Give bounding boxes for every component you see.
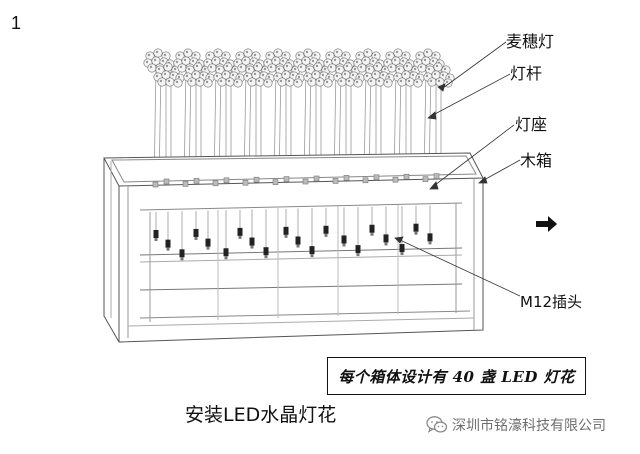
m12-plug xyxy=(250,238,255,246)
wechat-logo-icon xyxy=(426,415,448,435)
lamp-base xyxy=(393,177,398,182)
lamp-base xyxy=(224,178,229,183)
m12-plug-tip xyxy=(285,235,288,238)
m12-plug xyxy=(324,226,329,234)
lamp-base xyxy=(254,177,259,182)
m12-plug xyxy=(342,235,347,243)
lamp-base xyxy=(363,178,368,183)
m12-plug-tip xyxy=(297,245,300,248)
lamp-base xyxy=(423,177,428,182)
m12-plug-tip xyxy=(239,236,242,239)
m12-plug-tip xyxy=(325,234,328,237)
m12-plug xyxy=(154,230,159,238)
m12-plug-tip xyxy=(251,246,254,249)
watermark: 深圳市铭濠科技有限公司 xyxy=(426,414,606,436)
label-m12-plug: M12插头 xyxy=(520,291,582,312)
lamp-base xyxy=(434,174,439,179)
m12-plug-tip xyxy=(195,237,198,240)
lamp-base xyxy=(194,178,199,183)
m12-plug xyxy=(224,248,229,256)
lamp-base xyxy=(213,181,218,186)
m12-plug-tip xyxy=(265,255,268,258)
diagram-caption: 安装LED水晶灯花 xyxy=(185,400,336,427)
label-wooden-box: 木箱 xyxy=(520,147,552,171)
m12-plug-tip xyxy=(181,257,184,260)
label-lamp-head: 麦穗灯 xyxy=(506,28,554,52)
m12-plug xyxy=(428,233,433,241)
lamp-base xyxy=(153,182,158,187)
m12-plug xyxy=(370,225,375,233)
m12-plug xyxy=(180,249,185,257)
m12-plug-tip xyxy=(357,253,360,256)
m12-plug xyxy=(194,229,199,237)
lamp-base xyxy=(273,180,278,185)
page-number: 1 xyxy=(11,13,21,34)
arrow-right-icon xyxy=(536,216,557,232)
m12-plug xyxy=(414,224,419,232)
lamp-base xyxy=(164,179,169,184)
m12-plug-tip xyxy=(207,247,210,250)
label-lamp-rod: 灯杆 xyxy=(510,60,542,84)
m12-plug-tip xyxy=(225,256,228,259)
m12-plug-tip xyxy=(415,232,418,235)
m12-plug xyxy=(206,239,211,247)
m12-plug-tip xyxy=(401,252,404,255)
m12-plug-tip xyxy=(155,238,158,241)
lamp-base xyxy=(333,178,338,183)
note-text: 每个箱体设计有 40 盏 LED 灯花 xyxy=(338,366,574,387)
m12-plug-tip xyxy=(167,248,170,251)
lamp-heads xyxy=(144,49,454,87)
watermark-text: 深圳市铭濠科技有限公司 xyxy=(452,415,606,435)
m12-plug xyxy=(264,247,269,255)
m12-plug-tip xyxy=(385,242,388,245)
lamp-base xyxy=(374,175,379,180)
lamp-base xyxy=(284,177,289,182)
m12-plug xyxy=(310,246,315,254)
m12-plug xyxy=(400,244,405,252)
lamp-base xyxy=(314,176,319,181)
m12-plug-tip xyxy=(311,254,314,257)
m12-plug-tip xyxy=(343,243,346,246)
m12-plug-tip xyxy=(371,233,374,236)
label-lamp-base: 灯座 xyxy=(515,111,547,135)
lamp-base xyxy=(344,175,349,180)
lamp-base xyxy=(183,181,188,186)
lamp-base xyxy=(243,180,248,185)
lamp-base xyxy=(404,174,409,179)
lamp-base xyxy=(303,179,308,184)
m12-plug xyxy=(238,228,243,236)
note-box: 每个箱体设计有 40 盏 LED 灯花 xyxy=(327,357,586,395)
m12-plug-tip xyxy=(429,241,432,244)
m12-plug xyxy=(296,237,301,245)
m12-plug xyxy=(284,227,289,235)
m12-plug xyxy=(356,245,361,253)
m12-plug xyxy=(384,234,389,242)
m12-plug xyxy=(166,240,171,248)
